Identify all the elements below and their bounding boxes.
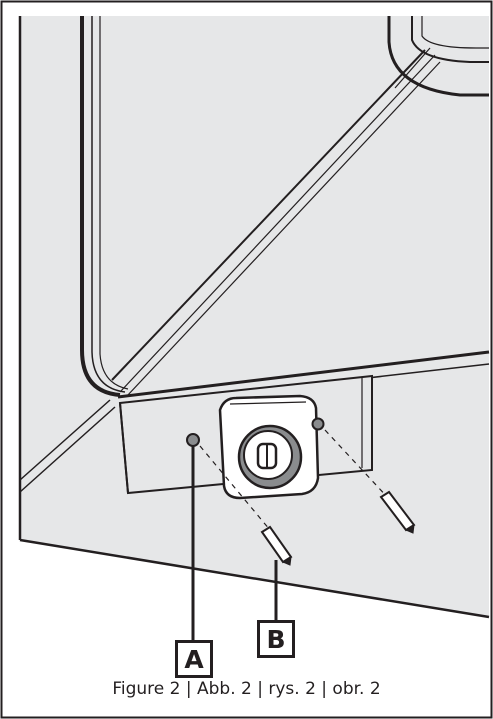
cabinet-panel [20, 16, 489, 617]
screw-hole-right [311, 417, 325, 431]
screw-left [260, 525, 293, 566]
diagonal-brace-a [111, 49, 426, 381]
screw-right [379, 490, 416, 534]
door-inner-edge-2 [99, 16, 129, 390]
guide-line-left [199, 445, 271, 531]
callout-b-label: B [257, 620, 295, 658]
door-inner-edge [91, 16, 126, 393]
corner-diagonal-a [19, 399, 111, 481]
window-frame-outer [387, 16, 489, 97]
corner-diagonal-b [19, 406, 116, 493]
door-bottom-edge [117, 350, 490, 399]
lock-housing-left [119, 402, 129, 494]
diagonal-brace-b [119, 54, 436, 393]
diagonal-brace-c [126, 61, 441, 397]
window-frame-innermost [421, 16, 489, 49]
cabinet-bottom-edge [19, 538, 490, 619]
figure-caption: Figure 2 | Abb. 2 | rys. 2 | obr. 2 [112, 679, 381, 699]
door-outer-edge [80, 16, 121, 397]
callout-a-label: A [175, 640, 213, 678]
screw-hole-left [186, 433, 200, 447]
window-corner-seam [394, 47, 431, 89]
window-frame-inner [411, 16, 489, 63]
lock-body-top-edge [229, 401, 307, 405]
